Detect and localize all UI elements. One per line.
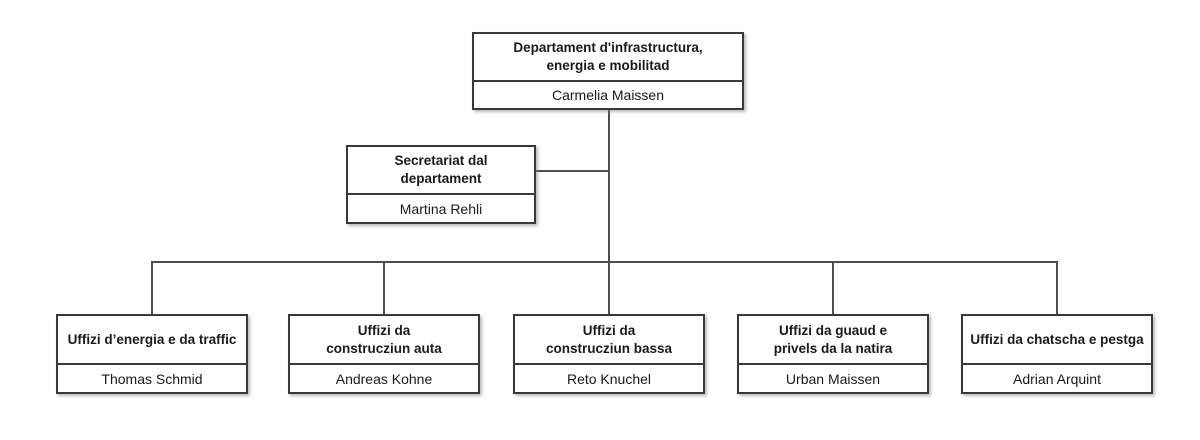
org-node-title: Uffizi da chatscha e pestga bbox=[963, 316, 1151, 365]
org-node-secretariat: Secretariat dal departament Martina Rehl… bbox=[346, 145, 536, 224]
org-node-office-construcziun-auta: Uffizi da construcziun auta Andreas Kohn… bbox=[288, 314, 480, 394]
org-node-office-energia-traffic: Uffizi d’energia e da traffic Thomas Sch… bbox=[56, 314, 248, 394]
connector-children-horizontal bbox=[151, 261, 1058, 263]
org-node-person: Urban Maissen bbox=[785, 370, 881, 387]
connector-drop-office-1 bbox=[151, 261, 153, 314]
connector-trunk-vertical bbox=[608, 110, 610, 314]
connector-drop-office-5 bbox=[1056, 261, 1058, 314]
org-node-title: Uffizi da construcziun bassa bbox=[515, 316, 703, 365]
connector-drop-office-4 bbox=[832, 261, 834, 314]
org-node-office-chatscha-pestga: Uffizi da chatscha e pestga Adrian Arqui… bbox=[961, 314, 1153, 394]
org-node-title: Departament d'infrastructura, energia e … bbox=[474, 34, 742, 82]
org-node-person: Martina Rehli bbox=[399, 200, 483, 217]
org-node-person: Andreas Kohne bbox=[335, 370, 433, 387]
org-node-person: Reto Knuchel bbox=[566, 370, 652, 387]
connector-assistant-horizontal bbox=[536, 170, 608, 172]
org-node-office-construcziun-bassa: Uffizi da construcziun bassa Reto Knuche… bbox=[513, 314, 705, 394]
org-node-title: Uffizi da guaud e privels da la natira bbox=[739, 316, 927, 365]
connector-drop-office-2 bbox=[383, 261, 385, 314]
org-node-title: Uffizi d’energia e da traffic bbox=[58, 316, 246, 365]
org-node-person: Carmelia Maissen bbox=[551, 87, 665, 103]
org-node-department: Departament d'infrastructura, energia e … bbox=[472, 32, 744, 110]
org-node-title: Uffizi da construcziun auta bbox=[290, 316, 478, 365]
org-node-office-guaud-natira: Uffizi da guaud e privels da la natira U… bbox=[737, 314, 929, 394]
org-node-person: Adrian Arquint bbox=[1013, 370, 1101, 387]
org-node-person: Thomas Schmid bbox=[101, 370, 203, 387]
org-node-title: Secretariat dal departament bbox=[348, 147, 534, 195]
